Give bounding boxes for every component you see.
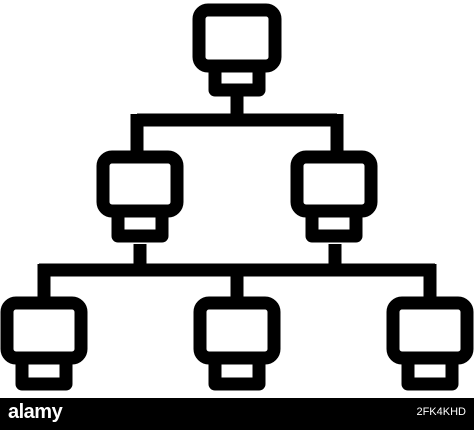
connector-line [130,95,344,155]
watermark-image-id: 2FK4KHD [416,406,466,418]
node-computer-bottom-center [193,296,281,391]
watermark-logo: alamy [8,401,63,423]
node-computer-top [192,3,282,97]
node-computer-bottom-left [0,296,88,391]
connector-line [37,244,437,302]
watermark-bar: alamy 2FK4KHD [0,398,474,430]
node-computer-bottom-right [386,296,474,391]
node-computer-middle-left [96,150,184,243]
node-computer-middle-right [290,150,378,243]
